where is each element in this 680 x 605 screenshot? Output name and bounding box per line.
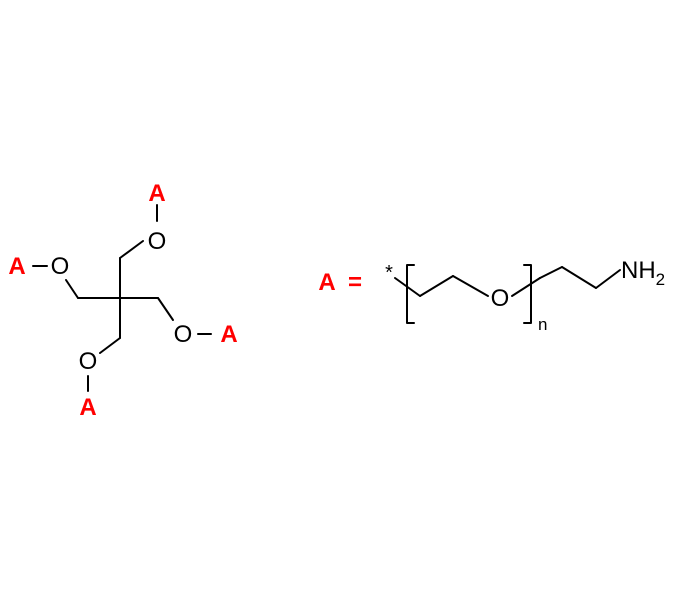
bond-right-o <box>157 297 174 321</box>
bond-tail-3 <box>595 269 621 289</box>
oxygen-top: O <box>148 228 167 255</box>
amine-label: NH2 <box>621 257 665 289</box>
oxygen-right: O <box>174 321 193 348</box>
chain-oxygen: O <box>491 285 510 312</box>
repeat-count-label: n <box>538 315 547 334</box>
group-a-right: A <box>220 321 237 348</box>
oxygen-bottom: O <box>79 348 98 375</box>
group-a-left: A <box>8 253 25 280</box>
amine-subscript: 2 <box>656 270 665 289</box>
bracket-right <box>523 264 532 324</box>
bond-left-o <box>65 279 79 299</box>
bracket-left <box>406 264 415 324</box>
bond-tail-1 <box>539 266 563 279</box>
group-a-top: A <box>148 180 165 207</box>
bond-repeat-3 <box>511 277 541 297</box>
amine-nh: NH <box>621 257 656 284</box>
core-bonds <box>32 204 212 392</box>
bond-repeat-2 <box>452 275 489 297</box>
attachment-star: * <box>385 262 393 284</box>
oxygen-left: O <box>51 253 70 280</box>
bond-tail-2 <box>561 266 597 289</box>
definition-equals: = <box>348 269 362 296</box>
bond-down-o <box>99 337 121 354</box>
bond-up-diag <box>119 240 144 259</box>
definition-group-label: A <box>318 269 335 296</box>
bond-repeat-1 <box>419 275 454 297</box>
group-a-bottom: A <box>79 394 96 421</box>
